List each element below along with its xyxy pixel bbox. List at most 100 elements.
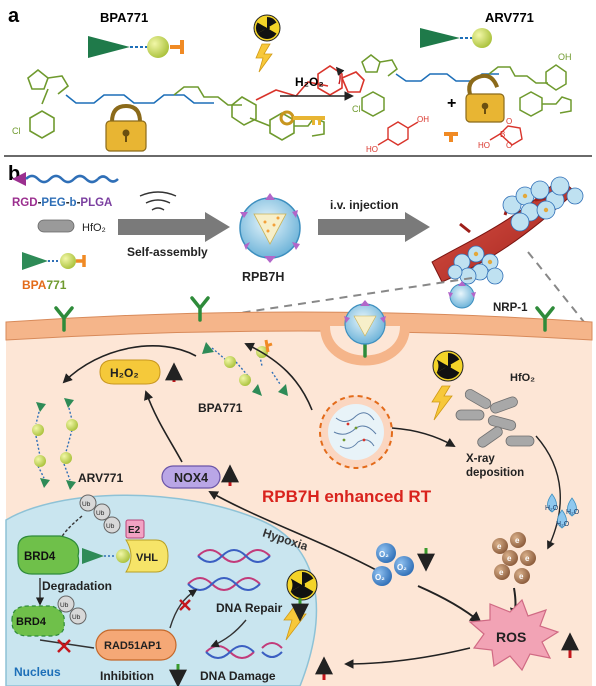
nucleus-label: Nucleus — [14, 665, 61, 679]
vhl-ligand-ball-icon-2 — [472, 28, 492, 48]
arrow-rad51-to-repair — [169, 589, 198, 629]
radiation-icon-b1 — [432, 350, 464, 382]
plga-text: PLGA — [80, 197, 112, 209]
rpb7h-nanoparticle-icon — [239, 193, 301, 263]
peg-text: PEG — [41, 197, 65, 209]
svg-text:OH: OH — [558, 52, 572, 62]
xray-label-1: X-ray — [466, 453, 495, 465]
nox4-label: NOX4 — [174, 471, 208, 485]
bpa771-legend-label: BPA771 — [22, 278, 67, 292]
padlock-locked-icon — [105, 103, 147, 152]
e-label-5: e — [499, 568, 504, 577]
arrow-nox4-to-h2o2 — [144, 390, 183, 463]
hypoxia-arrow — [208, 491, 381, 573]
vhl-label: VHL — [136, 552, 158, 564]
protac-cone-icon — [82, 548, 104, 564]
brd4-shape — [17, 535, 80, 575]
byproduct-oh-1: OH — [417, 115, 429, 124]
iv-injection-label: i.v. injection — [330, 198, 398, 212]
ub-label-3: Ub — [106, 523, 115, 530]
dna-repair-label: DNA Repair — [216, 601, 283, 615]
nanoparticle-small-icon — [448, 281, 476, 309]
byproduct-benzyl-alcohol — [377, 121, 419, 146]
water-droplets-icon — [547, 493, 577, 529]
vhl-ligand-ball-icon — [147, 36, 169, 58]
nrp1-label: NRP-1 — [493, 302, 528, 314]
ros-label: ROS — [496, 629, 526, 645]
caging-group-icon — [170, 40, 184, 54]
byproduct-linker-icon — [444, 132, 458, 142]
dna-helix-icon-1 — [187, 549, 271, 591]
xray-label-2: deposition — [466, 467, 524, 479]
lightning-icon-a — [255, 43, 273, 73]
e-label-2: e — [515, 536, 520, 545]
sound-wave-icon — [139, 191, 177, 211]
rad51ap1-label: RAD51AP1 — [104, 640, 161, 652]
polymer-dash-1: - — [38, 197, 42, 209]
hfo2-legend-label: HfO₂ — [82, 222, 106, 234]
o2-bubbles-icon — [372, 543, 414, 586]
block-x-icon-1 — [57, 639, 71, 653]
arv771-glyph — [420, 28, 492, 48]
hfo2-rod-icon — [37, 219, 75, 233]
ros-burst-icon — [468, 598, 560, 672]
arv771-label: ARV771 — [78, 471, 123, 485]
radiation-icon-a — [253, 14, 281, 42]
cell-membrane — [5, 311, 593, 341]
h2o2-pill — [99, 359, 161, 385]
dna-damage-label: DNA Damage — [200, 669, 276, 683]
ligand-cone-icon-2 — [420, 28, 460, 48]
bpa771-glyph — [88, 36, 184, 58]
h2o-label-3: H₂O — [556, 521, 570, 528]
byproduct-pinacol-boron — [489, 125, 523, 146]
electrons-icon — [492, 532, 536, 584]
blood-vessel-tumor-icon — [431, 176, 584, 285]
ub-label-5: Ub — [72, 614, 81, 621]
ub-icon-5 — [69, 607, 87, 625]
nanoparticle-entering-icon — [344, 300, 386, 345]
lightning-icon-b1 — [431, 385, 453, 421]
hfo2-rods-icon — [455, 389, 535, 448]
polymer-name: RGD-PEG-b-PLGA — [12, 197, 112, 209]
zoom-line-left — [179, 277, 473, 323]
panel-a-label: a — [8, 5, 20, 27]
nucleus — [5, 494, 318, 686]
ub-chain-icon — [79, 494, 121, 534]
h2o2-reagent-label: H₂O₂ — [295, 75, 324, 89]
e-label-6: e — [519, 572, 524, 581]
self-assembly-arrow — [118, 212, 230, 242]
hfo2-cell-label: HfO₂ — [510, 372, 535, 384]
nox4-box — [161, 465, 221, 489]
o2-label-1: O₂ — [379, 550, 389, 559]
rgd-text: RGD — [12, 197, 38, 209]
brd4-label: BRD4 — [24, 551, 56, 563]
arrow-xray-to-e — [535, 435, 561, 550]
bpa771-label: BPA771 — [198, 401, 243, 415]
padlock-unlocked-icon — [465, 73, 505, 123]
self-assembly-label: Self-assembly — [127, 245, 208, 259]
bpa771-structure — [27, 65, 365, 141]
h2o-label-2: H₂O — [566, 509, 580, 516]
bpa771-legend-icon — [22, 252, 86, 270]
b-text: b — [70, 197, 77, 209]
byproduct-b: B — [500, 130, 505, 139]
plus-sign: + — [447, 95, 456, 112]
polymer-dash-3: - — [77, 197, 81, 209]
bpa771-cluster-icon — [202, 339, 288, 396]
zoom-line-right — [527, 251, 585, 323]
iv-injection-arrow — [318, 212, 430, 242]
arrow-o2-to-ros — [417, 585, 482, 624]
e2-label: E2 — [128, 525, 141, 536]
rad51ap1-box — [95, 629, 177, 661]
ub-label-2: Ub — [96, 510, 105, 517]
protac-ball-icon — [116, 549, 130, 563]
arv771-title: ARV771 — [485, 10, 534, 25]
ligand-cone-icon — [88, 36, 130, 58]
e-label-4: e — [525, 554, 530, 563]
h2o2-label: H₂O₂ — [110, 366, 139, 380]
arv771-chain-icon — [32, 398, 78, 490]
ub-label-4: Ub — [60, 602, 69, 609]
byproduct-ho-1: HO — [366, 145, 378, 154]
